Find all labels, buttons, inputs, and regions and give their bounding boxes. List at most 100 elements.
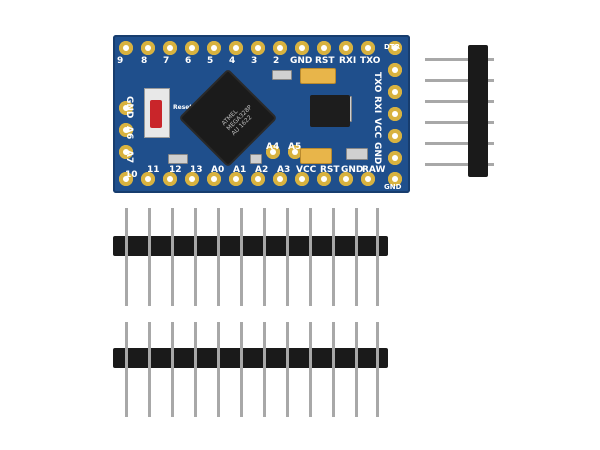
pin-label: RST [315, 56, 335, 66]
capacitor [300, 68, 336, 84]
reset-label: Reset [173, 104, 193, 111]
header-pin [376, 322, 379, 417]
smd-component [272, 70, 292, 80]
header-pin [425, 58, 468, 61]
pin-label: GND [372, 142, 382, 165]
pin-label: A4 [266, 142, 280, 152]
pin-hole [163, 172, 177, 186]
header-pin [263, 208, 266, 306]
header-pin [263, 322, 266, 417]
pin-label: RXI [339, 56, 357, 66]
pin-label: A3 [277, 165, 291, 175]
pin-hole [388, 107, 402, 121]
pin-hole [339, 172, 353, 186]
pin-hole [119, 41, 133, 55]
pin-hole [288, 145, 302, 159]
header-pin [240, 208, 243, 306]
header-plastic [113, 348, 388, 368]
pin-hole [388, 41, 402, 55]
header-pin [240, 322, 243, 417]
pin-label: TXO [360, 56, 381, 66]
header-pin [425, 142, 468, 145]
pin-label: A1 [233, 165, 247, 175]
pin-hole [295, 172, 309, 186]
pin-label: 5 [207, 56, 214, 66]
header-pin [148, 322, 151, 417]
capacitor [300, 148, 332, 164]
header-pin [194, 208, 197, 306]
pin-hole [273, 41, 287, 55]
pin-hole [266, 145, 280, 159]
pin-hole [207, 41, 221, 55]
pin-hole [185, 41, 199, 55]
header-pin [488, 58, 494, 61]
pin-label: A6 [124, 126, 134, 140]
smd-component [346, 148, 368, 160]
pin-hole [229, 172, 243, 186]
pin-label: VCC [296, 165, 317, 175]
header-pin [125, 322, 128, 417]
header-pin [488, 79, 494, 82]
pin-hole [339, 41, 353, 55]
pin-hole [163, 41, 177, 55]
pin-hole [388, 85, 402, 99]
pin-label: 6 [185, 56, 192, 66]
dtr-label: DTR [384, 43, 400, 51]
pin-hole [119, 172, 133, 186]
header-pin [488, 163, 494, 166]
pin-hole [317, 41, 331, 55]
header-pin [355, 208, 358, 306]
pin-label: A7 [124, 150, 134, 164]
pin-label: 13 [190, 165, 203, 175]
header-pin [425, 79, 468, 82]
pin-hole [229, 41, 243, 55]
pin-label: 12 [169, 165, 182, 175]
pin-label: 10 [125, 170, 138, 180]
pin-label: 9 [117, 56, 124, 66]
header-pin [332, 208, 335, 306]
pin-label: TXO [372, 72, 382, 93]
header-pin [355, 322, 358, 417]
header-pin [125, 208, 128, 306]
pin-label: GND [124, 96, 134, 119]
header-pin [488, 121, 494, 124]
pin-label: 2 [273, 56, 280, 66]
header-pin [425, 100, 468, 103]
pin-hole [317, 172, 331, 186]
pin-label: RAW [362, 165, 386, 175]
pin-hole [251, 41, 265, 55]
gnd-label: GND [384, 183, 402, 191]
header-pin [488, 142, 494, 145]
pin-label: GND [290, 56, 313, 66]
header-pin [217, 322, 220, 417]
header-pin [309, 322, 312, 417]
pin-hole [141, 41, 155, 55]
pin-label: 8 [141, 56, 148, 66]
header-pin [425, 121, 468, 124]
header-pin [286, 208, 289, 306]
header-pin [376, 208, 379, 306]
pin-hole [185, 172, 199, 186]
header-pin [286, 322, 289, 417]
header-pin [171, 322, 174, 417]
pin-hole [207, 172, 221, 186]
header-pin [332, 322, 335, 417]
pin-label: A2 [255, 165, 269, 175]
header-pin [171, 208, 174, 306]
pin-label: RXI [372, 96, 382, 114]
right-angle-header [468, 45, 488, 177]
pin-label: GND [341, 165, 364, 175]
pin-label: VCC [372, 118, 382, 139]
header-plastic [113, 236, 388, 256]
pin-label: 4 [229, 56, 236, 66]
pin-hole [251, 172, 265, 186]
pin-hole [295, 41, 309, 55]
header-pin [194, 322, 197, 417]
pin-hole [361, 41, 375, 55]
pin-hole [388, 129, 402, 143]
pin-hole [119, 123, 133, 137]
reset-button[interactable] [150, 100, 162, 128]
header-pin [488, 100, 494, 103]
pin-label: RST [320, 165, 340, 175]
pin-label: A5 [288, 142, 302, 152]
